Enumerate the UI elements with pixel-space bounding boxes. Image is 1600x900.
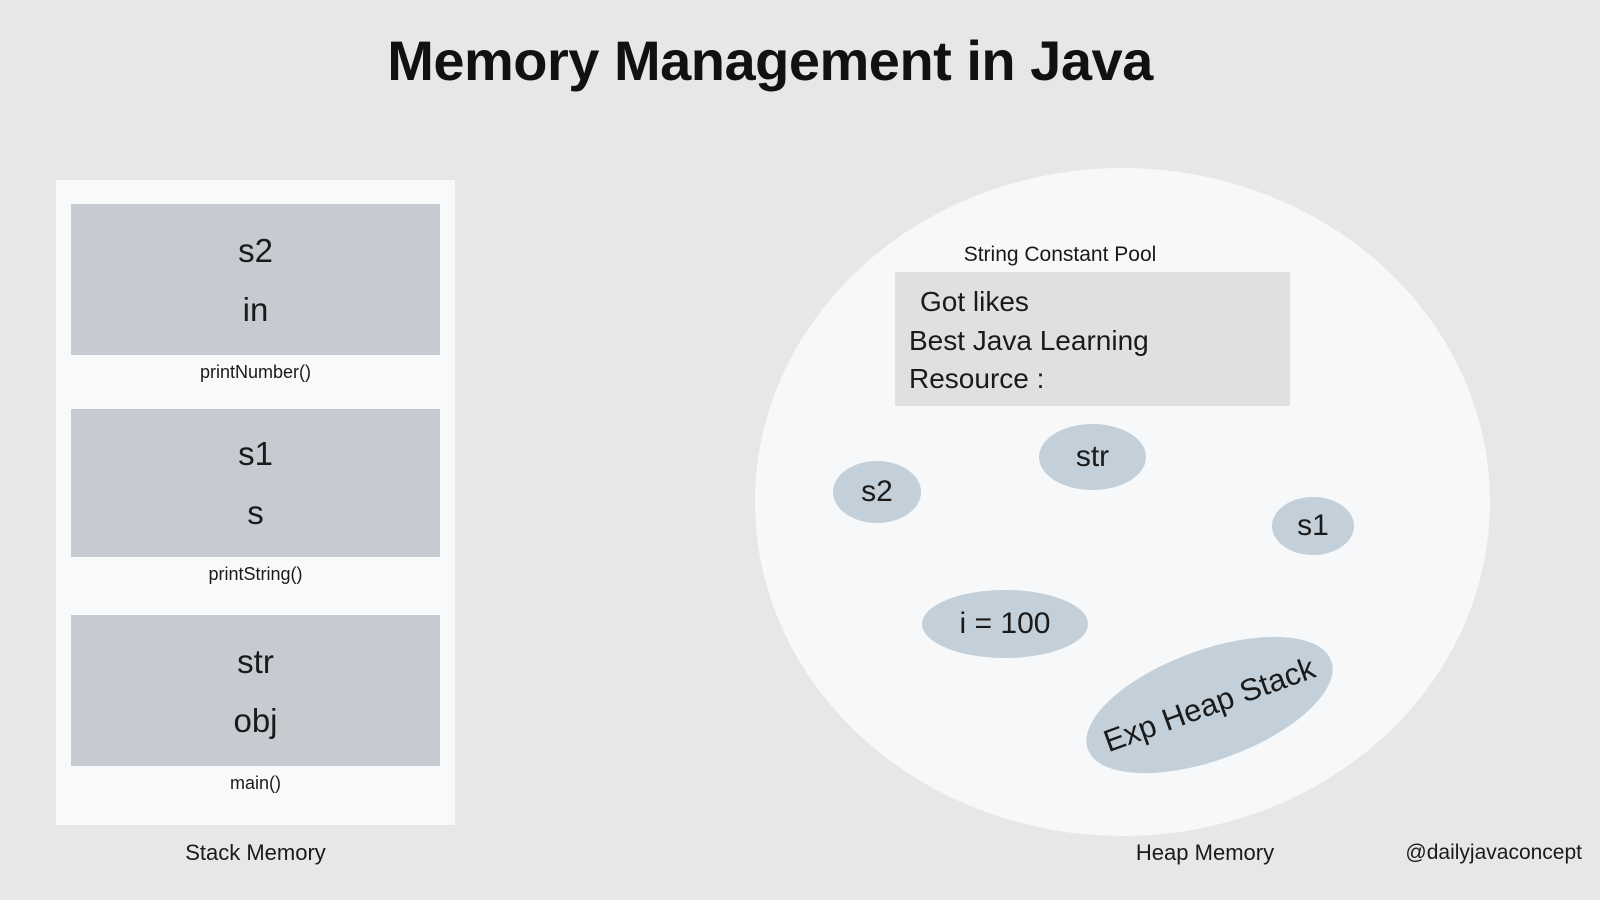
- stack-memory-region: s2 in printNumber() s1 s printString() s…: [56, 180, 455, 825]
- string-constant-pool-box: Got likes Best Java Learning Resource :: [895, 272, 1290, 406]
- stack-frame-variable: str: [237, 642, 274, 680]
- stack-frame-variable: s1: [238, 435, 273, 472]
- stack-frame-label: printString(): [208, 564, 303, 584]
- stack-frame-label: main(): [229, 773, 281, 793]
- stack-frame-main: str obj main(): [71, 615, 440, 794]
- stack-frame-label: printNumber(): [199, 362, 312, 382]
- stack-frame-variable: in: [242, 290, 269, 328]
- watermark-handle: @dailyjavaconcept: [1405, 841, 1582, 864]
- stack-frame-variable: obj: [233, 701, 278, 739]
- string-constant-pool-entry: Resource :: [909, 363, 1045, 395]
- stack-frame-variable: s2: [238, 231, 273, 269]
- stack-frame-box: s1 s: [71, 409, 440, 557]
- stack-frame-print-string: s1 s printString(): [71, 409, 440, 585]
- heap-object-str: str: [1039, 424, 1146, 490]
- stack-frame-print-number: s2 in printNumber(): [71, 204, 440, 383]
- string-constant-pool-entry: Got likes: [920, 286, 1029, 317]
- stack-frame-box: str obj: [71, 615, 440, 766]
- heap-object-i-value: i = 100: [922, 590, 1088, 658]
- stack-frame-variable: s: [247, 494, 264, 531]
- heap-object-s1: s1: [1272, 497, 1354, 555]
- heap-memory-caption: Heap Memory: [1135, 840, 1275, 865]
- stack-memory-caption: Stack Memory: [185, 840, 326, 865]
- stack-frame-box: s2 in: [71, 204, 440, 355]
- page-title: Memory Management in Java: [387, 29, 1153, 92]
- string-constant-pool-label: String Constant Pool: [963, 243, 1157, 266]
- string-constant-pool-entry: Best Java Learning: [909, 324, 1149, 356]
- heap-object-s2: s2: [833, 461, 921, 523]
